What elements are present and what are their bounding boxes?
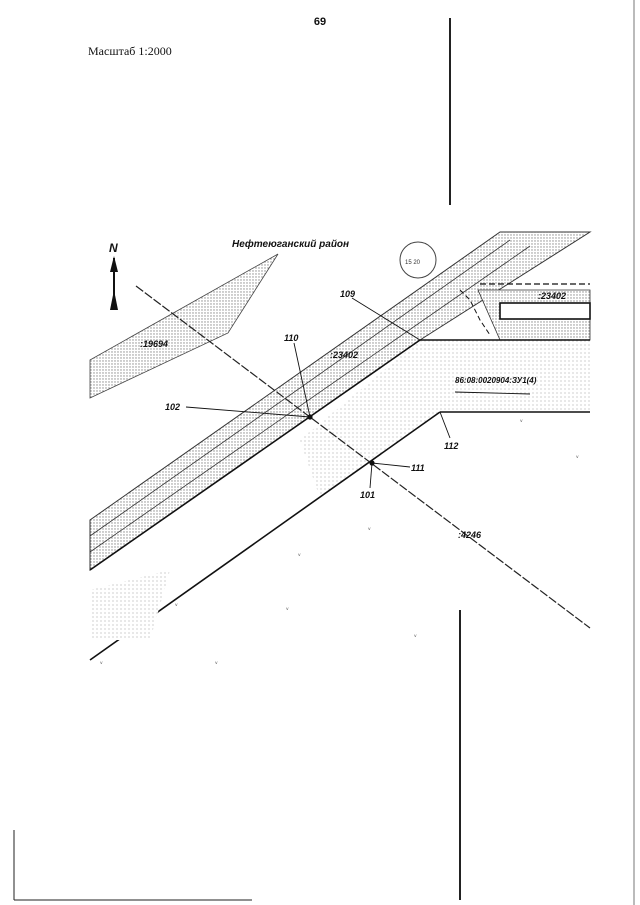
point-label-110: 110 <box>284 333 298 343</box>
vegetation-marks: ᵥ ᵥ ᵥ ᵥ ᵥ ᵥ ᵥ ᵥ ᵥ <box>100 416 579 666</box>
point-label-111: 111 <box>411 463 425 473</box>
road-edge-line-2 <box>89 245 531 553</box>
parcel-23402-right-inner <box>499 302 591 320</box>
leader-111 <box>371 462 411 468</box>
svg-text:ᵥ: ᵥ <box>100 658 103 666</box>
seal-stamp: 15 20 <box>399 241 437 279</box>
svg-text:ᵥ: ᵥ <box>414 631 417 639</box>
leader-102 <box>185 406 311 418</box>
svg-text:15 20: 15 20 <box>405 260 421 266</box>
point-label-109: 109 <box>340 289 355 299</box>
road-lower-boundary <box>89 339 421 571</box>
parcel-zu1-area <box>300 340 590 498</box>
district-label: Нефтеюганский район <box>232 238 349 250</box>
parcel-4246-shade <box>90 570 170 640</box>
parcel-label-23402-right: :23402 <box>538 291 566 301</box>
point-label-101: 101 <box>360 490 375 500</box>
svg-text:ᵥ: ᵥ <box>215 658 218 666</box>
svg-text:ᵥ: ᵥ <box>576 452 579 460</box>
scale-label: Масштаб 1:2000 <box>88 44 172 58</box>
leader-112 <box>439 411 451 439</box>
parcel-label-cadastral: 86:08:0020904:ЗУ1(4) <box>455 376 537 385</box>
page-number: 69 <box>313 16 327 28</box>
road-edge-line-1 <box>89 239 511 537</box>
parcel-19694-area <box>89 253 279 399</box>
svg-text:ᵥ: ᵥ <box>175 600 178 608</box>
point-label-112: 112 <box>444 441 458 451</box>
point-label-102: 102 <box>165 402 180 412</box>
svg-text:ᵥ: ᵥ <box>286 604 289 612</box>
north-arrow-icon <box>110 256 118 310</box>
svg-text:ᵥ: ᵥ <box>520 416 523 424</box>
north-label: N <box>109 241 118 255</box>
svg-text:ᵥ: ᵥ <box>368 524 371 532</box>
leader-110 <box>293 342 311 418</box>
parcel-label-19694: :19694 <box>140 339 168 349</box>
parcel-23402-road-strip <box>89 231 592 571</box>
leader-cadastral <box>454 391 531 395</box>
parcel-label-4246: :4246 <box>458 530 482 540</box>
leader-109 <box>351 297 421 341</box>
survey-line <box>135 285 591 629</box>
svg-text:ᵥ: ᵥ <box>298 550 301 558</box>
boundary-dashed-left <box>459 289 491 336</box>
parcel-label-23402-main: :23402 <box>330 350 358 360</box>
leader-101 <box>369 462 373 489</box>
